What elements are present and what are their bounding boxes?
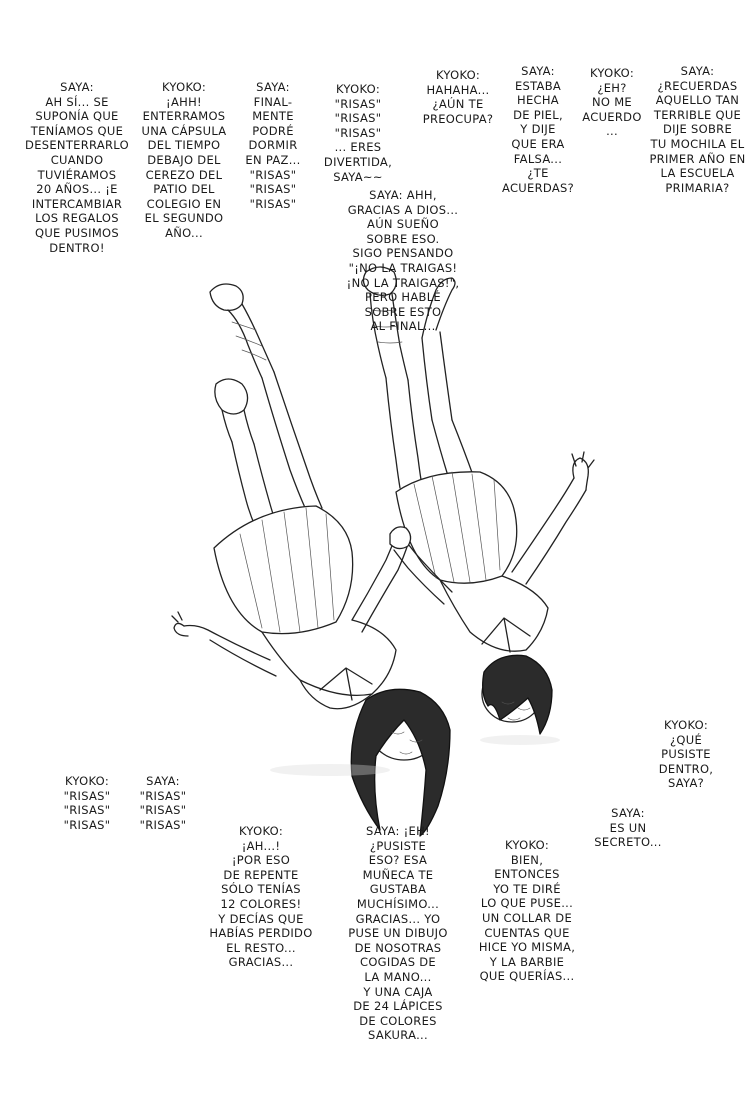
left-girl-hair	[350, 688, 451, 837]
left-girl-shoe-top	[209, 283, 244, 312]
left-girl-arm-right	[351, 535, 409, 633]
right-girl-shoe	[362, 266, 397, 296]
left-girl-collar	[319, 667, 373, 701]
speech-saya-sleep: SAYA: FINAL- MENTE PODRÉ DORMIR EN PAZ..…	[245, 80, 301, 211]
right-girl-skirt	[395, 471, 518, 584]
speech-kyoko-time-capsule: KYOKO: ¡AHH! ENTERRAMOS UNA CÁPSULA DEL …	[141, 80, 227, 240]
speech-kyoko-12-colors: KYOKO: ¡AH...! ¡POR ESO DE REPENTE SÓLO …	[209, 824, 313, 970]
clasped-hands	[389, 526, 412, 550]
speech-saya-drawing: SAYA: ¡EH! ¿PUSISTE ESO? ESA MUÑECA TE G…	[348, 824, 448, 1043]
left-girl-arm-left	[183, 624, 277, 677]
right-girl-leg-a	[385, 377, 401, 489]
left-girl-shoe-lower	[214, 378, 249, 415]
speech-kyoko-necklace: KYOKO: BIEN, ENTONCES YO TE DIRÉ LO QUE …	[478, 838, 576, 984]
speech-kyoko-worry: KYOKO: HAHAHA... ¿AÚN TE PREOCUPA?	[422, 68, 494, 126]
right-girl-hair	[482, 654, 553, 735]
left-girl-skirt	[213, 505, 354, 635]
speech-kyoko-what-inside: KYOKO: ¿QUÉ PUSISTE DENTRO, SAYA?	[658, 718, 714, 791]
speech-kyoko-dont-remember: KYOKO: ¿EH? NO ME ACUERDO ...	[582, 66, 642, 139]
speech-saya-leather: SAYA: ESTABA HECHA DE PIEL, Y DIJE QUE E…	[502, 64, 574, 195]
speech-saya-thank-god: SAYA: AHH, GRACIAS A DIOS... AÚN SUEÑO S…	[346, 188, 460, 334]
right-girl-collar	[481, 617, 531, 653]
left-girl-hand-left	[171, 611, 189, 637]
left-girl-sock-lower	[221, 409, 255, 445]
speech-kyoko-laughs-2: KYOKO: "RISAS" "RISAS" "RISAS"	[63, 774, 111, 832]
speech-saya-secret: SAYA: ES UN SECRETO...	[594, 806, 662, 850]
right-girl-hand-raised	[571, 451, 595, 491]
left-girl-leg-b	[231, 441, 257, 529]
right-girl-leg-raised	[421, 277, 456, 339]
left-girl-leg-a	[261, 377, 307, 511]
right-girl-torso	[439, 575, 549, 652]
right-girl-arm-raised	[511, 477, 587, 585]
speech-saya-backpack: SAYA: ¿RECUERDAS AQUELLO TAN TERRIBLE QU…	[649, 64, 746, 195]
left-girl-sock-upper	[227, 303, 275, 379]
speech-kyoko-laughs: KYOKO: "RISAS" "RISAS" "RISAS" ... ERES …	[323, 82, 393, 184]
speech-saya-capsule: SAYA: AH SÍ... SE SUPONÍA QUE TENÍAMOS Q…	[25, 80, 129, 255]
speech-saya-laughs-2: SAYA: "RISAS" "RISAS" "RISAS"	[139, 774, 187, 832]
